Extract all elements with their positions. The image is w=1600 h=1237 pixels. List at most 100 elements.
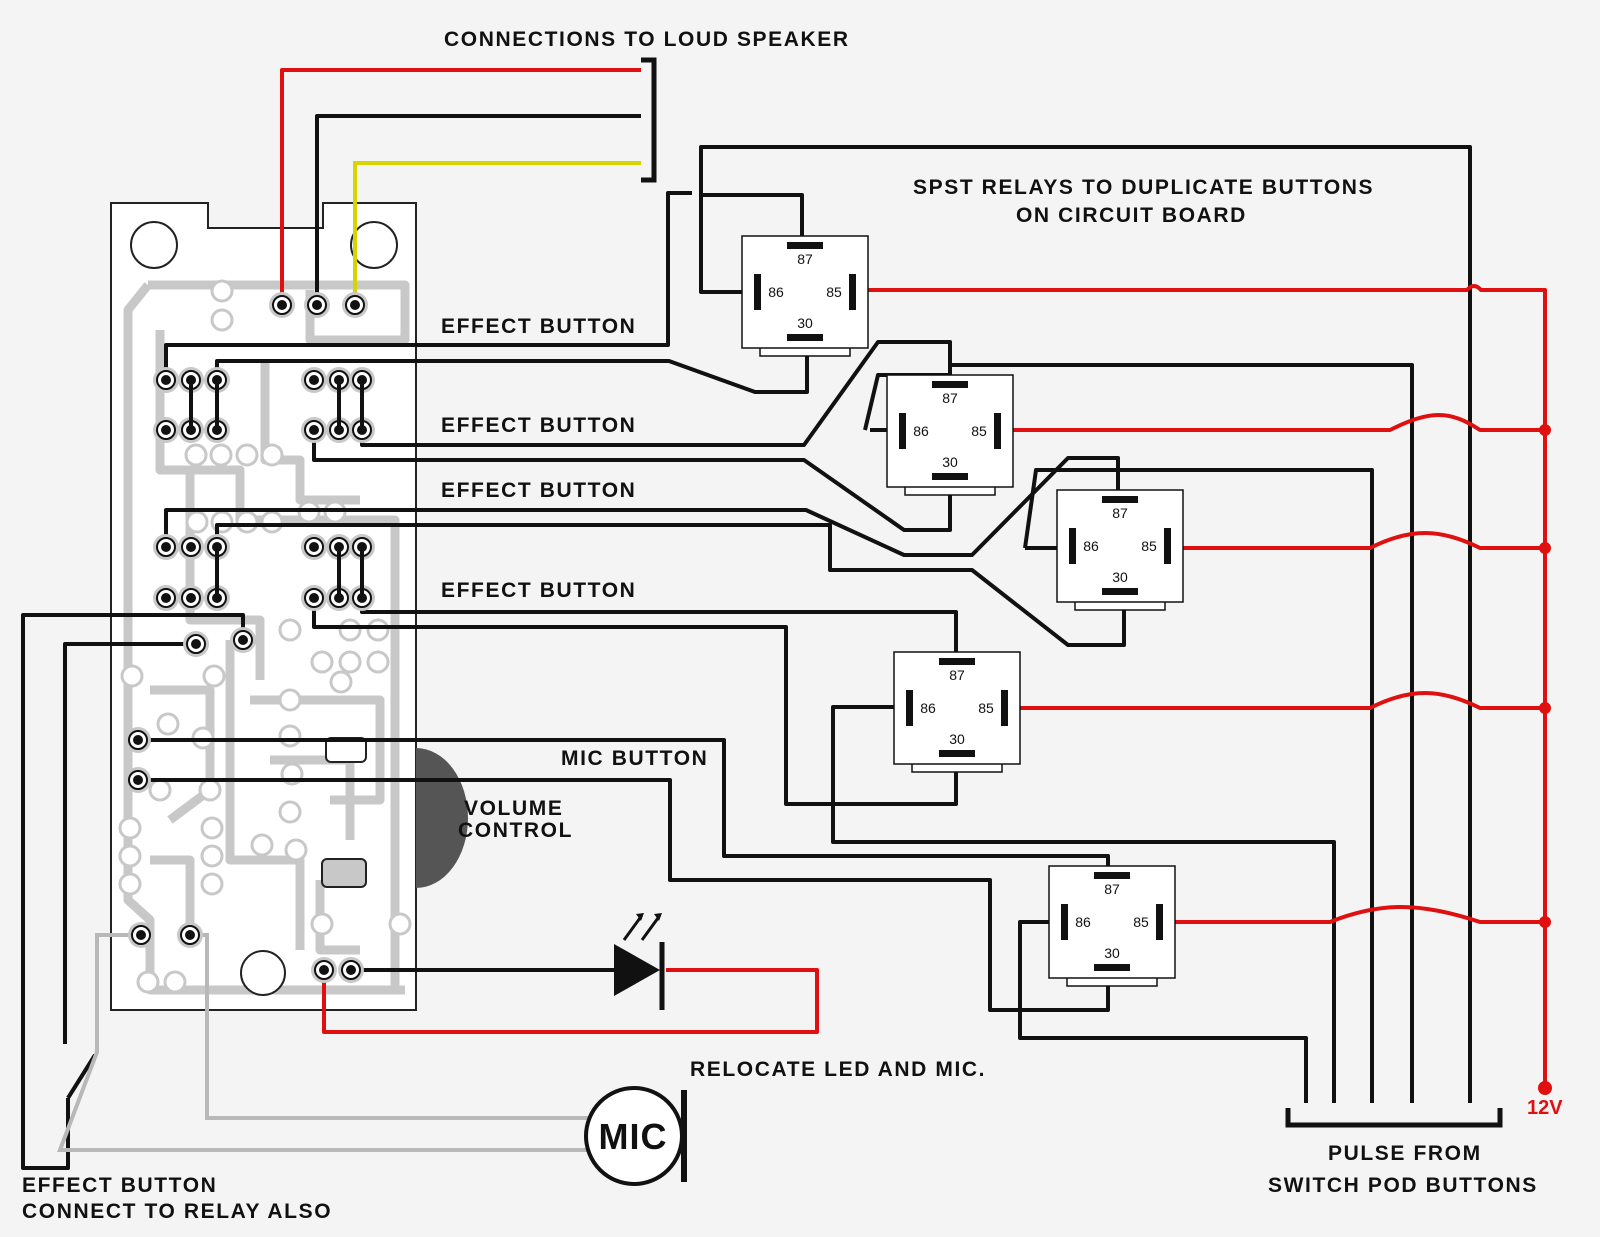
pcb-hole (200, 872, 224, 896)
pcb-hole (278, 800, 302, 824)
pcb-hole (210, 279, 234, 303)
relocate-label: RELOCATE LED AND MIC. (690, 1058, 986, 1081)
relay-4: 87 86 85 30 (893, 651, 1021, 773)
relay-pin-label: 30 (1112, 569, 1128, 585)
pcb-hole (156, 712, 180, 736)
board-terminal-pad (178, 534, 204, 560)
relay-pin-label: 30 (942, 454, 958, 470)
relay-5: 87 86 85 30 (1048, 865, 1176, 987)
board-terminal-pad (342, 292, 368, 318)
pulse-label-line2: SWITCH POD BUTTONS (1268, 1174, 1538, 1197)
board-terminal-pad (125, 767, 151, 793)
relay-pin-label: 86 (768, 284, 784, 300)
pcb-hole (185, 510, 209, 534)
relay-pin-label: 86 (1075, 914, 1091, 930)
pcb-hole (136, 970, 160, 994)
board-terminal-pad (125, 727, 151, 753)
pcb-hole (235, 443, 259, 467)
board-terminal-pad (304, 292, 330, 318)
relay-2: 87 86 85 30 (886, 374, 1014, 496)
board-terminal-pad (301, 534, 327, 560)
pcb-hole (200, 844, 224, 868)
pcb-hole (209, 443, 233, 467)
relay-pin-label: 86 (920, 700, 936, 716)
effect-bottom-label-line1: EFFECT BUTTON (22, 1174, 217, 1197)
pcb-hole (310, 912, 334, 936)
red-wires (322, 284, 1552, 1095)
pcb-hole (388, 912, 412, 936)
relay-pin-label: 87 (949, 667, 965, 683)
pcb-hole (200, 816, 224, 840)
pcb-hole (184, 443, 208, 467)
volume-label-line2: CONTROL (458, 819, 573, 842)
pcb-hole (284, 838, 308, 862)
microphone-icon: MIC (584, 1086, 687, 1186)
relay-pin-label: 30 (797, 315, 813, 331)
pulse-label-line1: PULSE FROM (1328, 1142, 1482, 1165)
relay-pin-label: 85 (978, 700, 994, 716)
pcb-hole (366, 618, 390, 642)
pcb-hole (329, 670, 353, 694)
relay-pin-label: 87 (1104, 881, 1120, 897)
board-terminal-pad (153, 417, 179, 443)
relay-pin-label: 30 (1104, 945, 1120, 961)
volume-label-line1: VOLUME (464, 797, 563, 820)
relay-3: 87 86 85 30 (1056, 489, 1184, 611)
pcb-hole (310, 650, 334, 674)
effect-button-label-2: EFFECT BUTTON (441, 414, 636, 437)
pulse-bracket (1285, 1108, 1503, 1128)
pcb-hole (250, 833, 274, 857)
relay-1: 87 86 85 30 (741, 235, 869, 357)
board-terminal-pad (301, 367, 327, 393)
pcb-hole (260, 510, 284, 534)
supply-12v-label: 12V (1527, 1097, 1563, 1119)
pcb-hole (278, 618, 302, 642)
pcb-hole (148, 778, 172, 802)
pcb-hole (118, 844, 142, 868)
effect-button-label-1: EFFECT BUTTON (441, 315, 636, 338)
pcb-hole (260, 443, 284, 467)
board-terminal-pad (178, 585, 204, 611)
pcb-hole (235, 510, 259, 534)
pcb-hole (338, 618, 362, 642)
relay-pin-label: 86 (1083, 538, 1099, 554)
pcb-hole (198, 778, 222, 802)
relays-title-line1: SPST RELAYS TO DUPLICATE BUTTONS (913, 176, 1374, 199)
board-terminals (125, 292, 375, 983)
board-terminal-pad (128, 922, 154, 948)
board-terminal-pad (153, 534, 179, 560)
board-terminal-pad (230, 627, 256, 653)
pcb-hole (278, 688, 302, 712)
pcb-hole (163, 970, 187, 994)
board-terminal-pad (183, 631, 209, 657)
board-terminal-pad (153, 585, 179, 611)
pcb-hole (202, 664, 226, 688)
relay-pin-label: 87 (797, 251, 813, 267)
board-terminal-pad (301, 585, 327, 611)
effect-button-label-4: EFFECT BUTTON (441, 579, 636, 602)
pcb-hole (120, 664, 144, 688)
relay-pin-label: 87 (1112, 505, 1128, 521)
effect-bottom-label-line2: CONNECT TO RELAY ALSO (22, 1200, 332, 1223)
relay-pin-label: 85 (1141, 538, 1157, 554)
board-terminal-pad (153, 367, 179, 393)
speaker-label: CONNECTIONS TO LOUD SPEAKER (444, 28, 850, 51)
relay-pin-label: 85 (971, 423, 987, 439)
relay-pin-label: 86 (913, 423, 929, 439)
speaker-wires (280, 57, 657, 305)
relay-pin-label: 30 (949, 731, 965, 747)
relays-title-line2: ON CIRCUIT BOARD (1016, 204, 1247, 227)
labels: CONNECTIONS TO LOUD SPEAKER SPST RELAYS … (22, 28, 1563, 1223)
pcb-hole (118, 872, 142, 896)
board-terminal-pad (301, 417, 327, 443)
pcb-hole (278, 724, 302, 748)
relay-pin-label: 85 (1133, 914, 1149, 930)
mic-button-label: MIC BUTTON (561, 747, 708, 770)
pcb-hole (338, 650, 362, 674)
pcb-hole (366, 650, 390, 674)
relay-pin-label: 87 (942, 390, 958, 406)
board-terminal-pad (311, 957, 337, 983)
relay-pin-label: 85 (826, 284, 842, 300)
board-terminal-pad (338, 957, 364, 983)
